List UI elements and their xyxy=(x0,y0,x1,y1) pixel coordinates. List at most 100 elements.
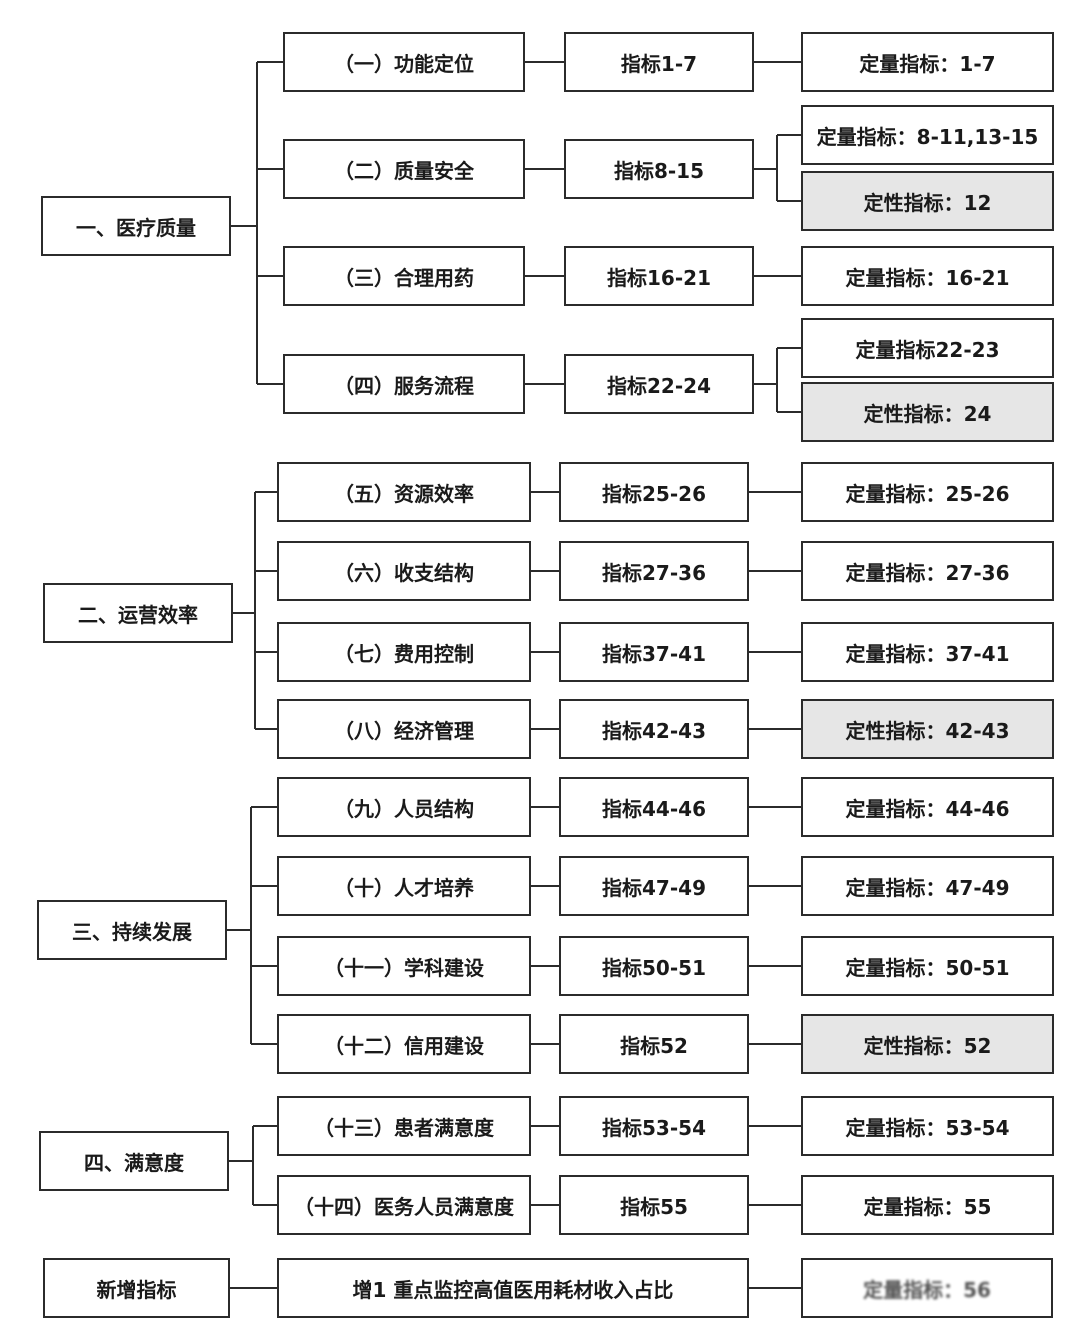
index-range-box-text: 指标25-26 xyxy=(602,481,706,506)
qualitative-result-box-text: 定性指标：12 xyxy=(863,190,992,215)
new-indicator-result-box-text: 定量指标：56 xyxy=(863,1277,991,1302)
quantitative-result-box: 定量指标：16-21 xyxy=(801,246,1054,306)
index-range-box-text: 指标22-24 xyxy=(607,373,711,398)
qualitative-result-box: 定性指标：12 xyxy=(801,171,1054,231)
category-box-text: （六）收支结构 xyxy=(334,560,474,585)
index-range-box-text: 指标8-15 xyxy=(613,158,705,183)
category-box: （四）服务流程 xyxy=(283,354,525,414)
index-range-box-text: 指标16-21 xyxy=(607,265,711,290)
qualitative-result-box-text: 定性指标：52 xyxy=(863,1033,992,1058)
index-range-box: 指标52 xyxy=(559,1014,749,1074)
category-box-text: （九）人员结构 xyxy=(334,796,474,821)
category-box: （十二）信用建设 xyxy=(277,1014,531,1074)
index-range-box: 指标44-46 xyxy=(559,777,749,837)
category-box: （十）人才培养 xyxy=(277,856,531,916)
index-range-box: 指标37-41 xyxy=(559,622,749,682)
index-range-box-text: 指标42-43 xyxy=(602,718,706,743)
index-range-box-text: 指标37-41 xyxy=(602,641,706,666)
group-box-text: 四、满意度 xyxy=(84,1150,184,1175)
qualitative-result-box: 定性指标：24 xyxy=(801,382,1054,442)
quantitative-result-box-text: 定量指标：16-21 xyxy=(845,265,1010,290)
index-range-box-text: 指标44-46 xyxy=(602,796,706,821)
quantitative-result-box: 定量指标：53-54 xyxy=(801,1096,1054,1156)
quantitative-result-box-text: 定量指标22-23 xyxy=(855,337,1000,362)
category-box-text: （二）质量安全 xyxy=(334,158,474,183)
group-box: 四、满意度 xyxy=(39,1131,229,1191)
category-box: （六）收支结构 xyxy=(277,541,531,601)
category-box: （一）功能定位 xyxy=(283,32,525,92)
group-box: 一、医疗质量 xyxy=(41,196,231,256)
category-box: （二）质量安全 xyxy=(283,139,525,199)
group-box: 三、持续发展 xyxy=(37,900,227,960)
category-box-text: （三）合理用药 xyxy=(334,265,474,290)
index-range-box: 指标8-15 xyxy=(564,139,754,199)
quantitative-result-box-text: 定量指标：37-41 xyxy=(845,641,1010,666)
quantitative-result-box: 定量指标：37-41 xyxy=(801,622,1054,682)
quantitative-result-box-text: 定量指标：25-26 xyxy=(845,481,1010,506)
index-range-box-text: 指标27-36 xyxy=(602,560,706,585)
index-range-box-text: 指标50-51 xyxy=(602,955,706,980)
new-indicator-result-box: 定量指标：56 xyxy=(801,1258,1053,1318)
group-box: 二、运营效率 xyxy=(43,583,233,643)
quantitative-result-box: 定量指标：25-26 xyxy=(801,462,1054,522)
quantitative-result-box-text: 定量指标：1-7 xyxy=(859,51,996,76)
index-range-box: 指标50-51 xyxy=(559,936,749,996)
category-box: （十一）学科建设 xyxy=(277,936,531,996)
index-range-box: 指标25-26 xyxy=(559,462,749,522)
category-box-text: （十二）信用建设 xyxy=(324,1033,484,1058)
index-range-box: 指标55 xyxy=(559,1175,749,1235)
quantitative-result-box: 定量指标：50-51 xyxy=(801,936,1054,996)
quantitative-result-box: 定量指标：1-7 xyxy=(801,32,1054,92)
new-indicator-label-box-text: 新增指标 xyxy=(96,1277,177,1302)
quantitative-result-box-text: 定量指标：55 xyxy=(863,1194,992,1219)
category-box: （十四）医务人员满意度 xyxy=(277,1175,531,1235)
group-box-text: 三、持续发展 xyxy=(72,919,192,944)
index-range-box-text: 指标55 xyxy=(620,1194,688,1219)
quantitative-result-box-text: 定量指标：50-51 xyxy=(845,955,1010,980)
index-range-box: 指标1-7 xyxy=(564,32,754,92)
category-box: （三）合理用药 xyxy=(283,246,525,306)
category-box-text: （八）经济管理 xyxy=(334,718,474,743)
quantitative-result-box: 定量指标：27-36 xyxy=(801,541,1054,601)
qualitative-result-box-text: 定性指标：42-43 xyxy=(845,718,1010,743)
quantitative-result-box-text: 定量指标：47-49 xyxy=(845,875,1010,900)
category-box-text: （十一）学科建设 xyxy=(324,955,484,980)
qualitative-result-box: 定性指标：52 xyxy=(801,1014,1054,1074)
category-box-text: （七）费用控制 xyxy=(334,641,474,666)
category-box: （九）人员结构 xyxy=(277,777,531,837)
qualitative-result-box: 定性指标：42-43 xyxy=(801,699,1054,759)
quantitative-result-box-text: 定量指标：8-11,13-15 xyxy=(816,124,1039,149)
qualitative-result-box-text: 定性指标：24 xyxy=(863,401,992,426)
category-box-text: （四）服务流程 xyxy=(334,373,474,398)
group-box-text: 二、运营效率 xyxy=(78,602,198,627)
quantitative-result-box-text: 定量指标：44-46 xyxy=(845,796,1010,821)
quantitative-result-box: 定量指标：55 xyxy=(801,1175,1054,1235)
quantitative-result-box-text: 定量指标：27-36 xyxy=(845,560,1010,585)
category-box: （五）资源效率 xyxy=(277,462,531,522)
quantitative-result-box: 定量指标：8-11,13-15 xyxy=(801,105,1054,165)
quantitative-result-box: 定量指标：47-49 xyxy=(801,856,1054,916)
category-box: （八）经济管理 xyxy=(277,699,531,759)
quantitative-result-box: 定量指标：44-46 xyxy=(801,777,1054,837)
group-box-text: 一、医疗质量 xyxy=(76,215,196,240)
index-range-box: 指标22-24 xyxy=(564,354,754,414)
index-range-box: 指标27-36 xyxy=(559,541,749,601)
index-range-box-text: 指标47-49 xyxy=(602,875,706,900)
category-box: （七）费用控制 xyxy=(277,622,531,682)
index-range-box-text: 指标53-54 xyxy=(602,1115,706,1140)
category-box-text: （十）人才培养 xyxy=(334,875,474,900)
new-indicator-label-box: 新增指标 xyxy=(43,1258,230,1318)
new-indicator-content-box: 增1 重点监控高值医用耗材收入占比 xyxy=(277,1258,749,1318)
quantitative-result-box-text: 定量指标：53-54 xyxy=(845,1115,1010,1140)
category-box-text: （十四）医务人员满意度 xyxy=(294,1194,514,1219)
index-range-box-text: 指标52 xyxy=(620,1033,688,1058)
category-box-text: （五）资源效率 xyxy=(334,481,474,506)
index-range-box: 指标47-49 xyxy=(559,856,749,916)
index-range-box-text: 指标1-7 xyxy=(620,51,698,76)
category-box-text: （十三）患者满意度 xyxy=(314,1115,494,1140)
category-box-text: （一）功能定位 xyxy=(334,51,474,76)
quantitative-result-box: 定量指标22-23 xyxy=(801,318,1054,378)
index-range-box: 指标53-54 xyxy=(559,1096,749,1156)
